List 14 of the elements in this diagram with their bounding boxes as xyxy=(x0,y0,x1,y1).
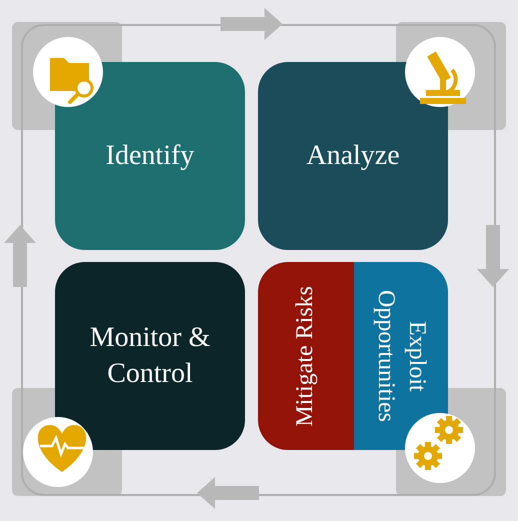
rounded-box xyxy=(55,262,245,450)
block-arrow xyxy=(477,225,509,287)
block-arrow xyxy=(4,225,36,287)
rounded-box xyxy=(258,262,354,450)
node-label: Mitigate Risks xyxy=(291,286,320,426)
rounded-box xyxy=(258,62,448,250)
node-label: Exploit Opportunities xyxy=(372,289,432,424)
rounded-box xyxy=(55,62,245,250)
block-arrow xyxy=(220,8,282,40)
block-arrow xyxy=(197,477,259,509)
node-label: Identify xyxy=(106,138,194,173)
node-label: Analyze xyxy=(306,138,400,173)
node-label: Monitor & Control xyxy=(88,320,212,391)
rounded-box xyxy=(354,262,448,450)
